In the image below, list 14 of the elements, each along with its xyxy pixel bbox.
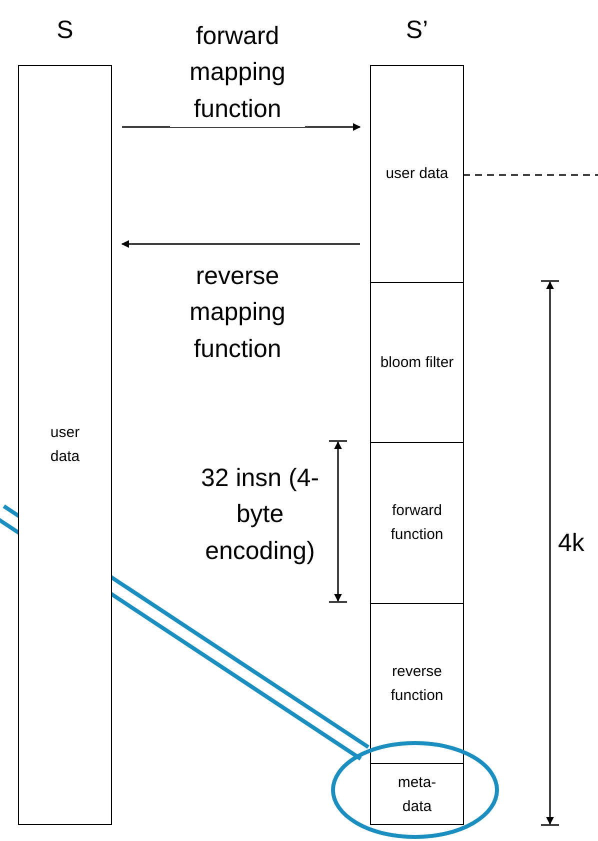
dimension-label: 4k [558,528,586,559]
arrow [122,123,361,131]
column-heading: S’ [404,16,430,45]
dimension-label: 32 insn (4-byte encoding) [200,463,320,566]
segment-label: meta-data [396,773,438,817]
dashed-line [463,174,598,176]
segment-label: forward function [390,501,444,545]
segment-label: user data [384,164,450,184]
arrow [121,240,360,248]
callout-ellipse [331,741,499,839]
segment-label: reverse function [390,662,444,706]
segment-label: bloom filter [379,352,455,372]
column-heading: S [56,16,74,45]
segment-label: user data [49,423,81,467]
